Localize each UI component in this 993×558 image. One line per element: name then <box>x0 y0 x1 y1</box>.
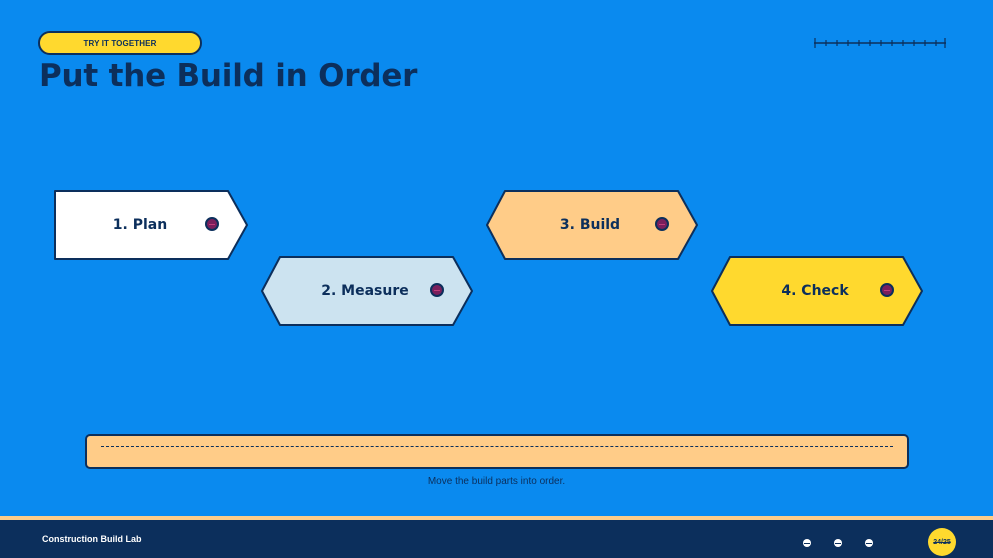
step-card-label: 3. Build <box>559 217 621 233</box>
drag-handle-icon[interactable] <box>205 217 219 231</box>
page-title: Put the Build in Order <box>39 58 418 94</box>
activity-tag: TRY IT TOGETHER <box>38 31 202 55</box>
order-dropzone[interactable] <box>85 434 909 469</box>
activity-tag-label: TRY IT TOGETHER <box>83 38 157 48</box>
dropzone-guide-line <box>101 446 893 447</box>
step-card-label: 2. Measure <box>321 283 409 299</box>
drag-handle-icon[interactable] <box>430 283 444 297</box>
step-card-measure[interactable]: 2. Measure <box>261 256 473 326</box>
step-card-plan[interactable]: 1. Plan <box>54 190 248 260</box>
nav-prev-icon[interactable] <box>803 539 811 547</box>
drag-handle-icon[interactable] <box>880 283 894 297</box>
footer-brand: Construction Build Lab <box>42 534 142 544</box>
drag-handle-icon[interactable] <box>655 217 669 231</box>
dropzone-hint: Move the build parts into order. <box>427 476 566 487</box>
step-card-check[interactable]: 4. Check <box>711 256 923 326</box>
nav-home-icon[interactable] <box>834 539 842 547</box>
ruler-icon <box>814 38 946 48</box>
step-card-build[interactable]: 3. Build <box>486 190 698 260</box>
nav-next-icon[interactable] <box>865 539 873 547</box>
footer-bar: Construction Build Lab 24/25 <box>0 516 993 558</box>
page-indicator-text: 24/25 <box>933 538 951 546</box>
step-card-label: 1. Plan <box>112 217 168 233</box>
step-card-label: 4. Check <box>781 283 849 299</box>
page-indicator: 24/25 <box>928 528 956 556</box>
